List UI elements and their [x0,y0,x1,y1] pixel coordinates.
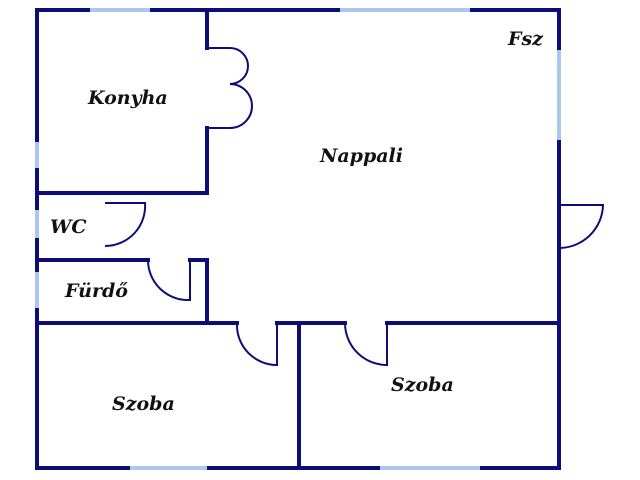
room-label-living: Nappali [319,145,403,167]
door-kitchen [207,47,253,129]
windows [35,8,561,470]
room-label-kitchen: Konyha [87,87,168,109]
door-room-left [235,322,278,367]
room-label-bathroom: Fürdő [64,280,128,302]
interior-walls [35,8,561,470]
door-entrance [558,204,605,249]
door-room-right [344,322,388,367]
doors [104,47,605,367]
door-wc [104,202,147,248]
room-label-room-right: Szoba [391,374,454,396]
room-label-wc: WC [50,216,86,238]
floor-label: Fsz [507,28,544,50]
labels: Fsz Konyha Nappali WC Fürdő Szoba Szoba [50,28,544,415]
room-label-room-left: Szoba [112,393,175,415]
door-bathroom [146,259,191,302]
